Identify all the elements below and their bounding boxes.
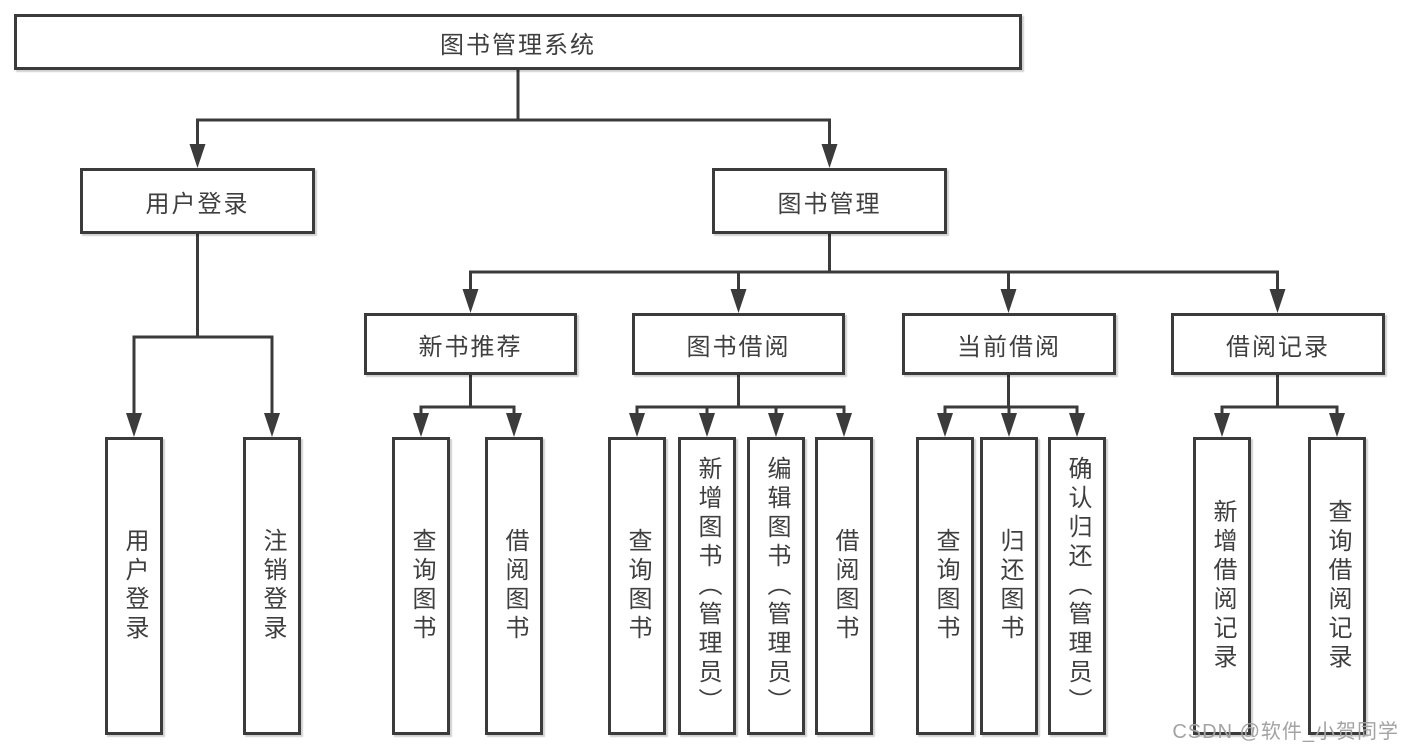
- node-root-label: 图书管理系统: [440, 31, 596, 59]
- node-add-borrow-record: 新增借阅记录: [1193, 437, 1251, 735]
- connector-new-book-split: [413, 375, 522, 437]
- node-root: 图书管理系统: [14, 14, 1022, 70]
- node-return-books-label: 归还图书: [996, 528, 1023, 644]
- node-edit-book-admin: 编辑图书（管理员）: [747, 437, 805, 735]
- connector-current-borrow-split: [937, 375, 1085, 437]
- node-borrowing-records-label: 借阅记录: [1226, 333, 1330, 361]
- node-borrowing-records: 借阅记录: [1171, 313, 1385, 375]
- node-new-book-recommendation-label: 新书推荐: [418, 333, 523, 361]
- node-user-login-action: 用户登录: [105, 437, 163, 735]
- node-add-book-admin-label: 新增图书（管理员）: [694, 455, 721, 717]
- node-logout-action: 注销登录: [243, 437, 301, 735]
- node-user-login-action-label: 用户登录: [121, 528, 148, 644]
- node-borrow-books-borrow: 借阅图书: [815, 437, 873, 735]
- node-query-books-borrow-label: 查询图书: [624, 528, 651, 644]
- node-user-login-label: 用户登录: [145, 190, 250, 218]
- node-query-books-newrec: 查询图书: [392, 437, 450, 735]
- node-borrow-books-borrow-label: 借阅图书: [831, 528, 858, 644]
- connector-root-split: [189, 70, 838, 168]
- node-edit-book-admin-label: 编辑图书（管理员）: [763, 455, 790, 717]
- node-current-borrowing: 当前借阅: [902, 313, 1116, 375]
- node-book-management-label: 图书管理: [777, 190, 882, 218]
- connector-borrow-records-split: [1214, 375, 1345, 437]
- node-query-borrow-record: 查询借阅记录: [1308, 437, 1366, 735]
- node-book-management: 图书管理: [712, 168, 947, 234]
- node-new-book-recommendation: 新书推荐: [364, 313, 577, 375]
- node-add-book-admin: 新增图书（管理员）: [678, 437, 736, 735]
- csdn-watermark: CSDN @软件_小贺同学: [1172, 721, 1399, 743]
- connector-user-login-split: [126, 234, 280, 437]
- node-confirm-return-admin-label: 确认归还（管理员）: [1064, 455, 1091, 717]
- node-logout-action-label: 注销登录: [259, 528, 286, 644]
- node-query-books-current: 查询图书: [916, 437, 974, 735]
- node-query-books-newrec-label: 查询图书: [408, 528, 435, 644]
- node-add-borrow-record-label: 新增借阅记录: [1209, 499, 1236, 673]
- node-user-login: 用户登录: [80, 168, 315, 234]
- node-book-borrowing-label: 图书借阅: [686, 333, 791, 361]
- node-borrow-books-newrec-label: 借阅图书: [501, 528, 528, 644]
- node-book-borrowing: 图书借阅: [632, 313, 845, 375]
- connector-book-borrow-split: [629, 375, 852, 437]
- node-confirm-return-admin: 确认归还（管理员）: [1048, 437, 1106, 735]
- node-borrow-books-newrec: 借阅图书: [485, 437, 543, 735]
- node-query-books-current-label: 查询图书: [932, 528, 959, 644]
- node-return-books: 归还图书: [980, 437, 1038, 735]
- node-current-borrowing-label: 当前借阅: [957, 333, 1061, 361]
- connector-book-management-split: [462, 234, 1286, 313]
- node-query-borrow-record-label: 查询借阅记录: [1324, 499, 1351, 673]
- node-query-books-borrow: 查询图书: [608, 437, 666, 735]
